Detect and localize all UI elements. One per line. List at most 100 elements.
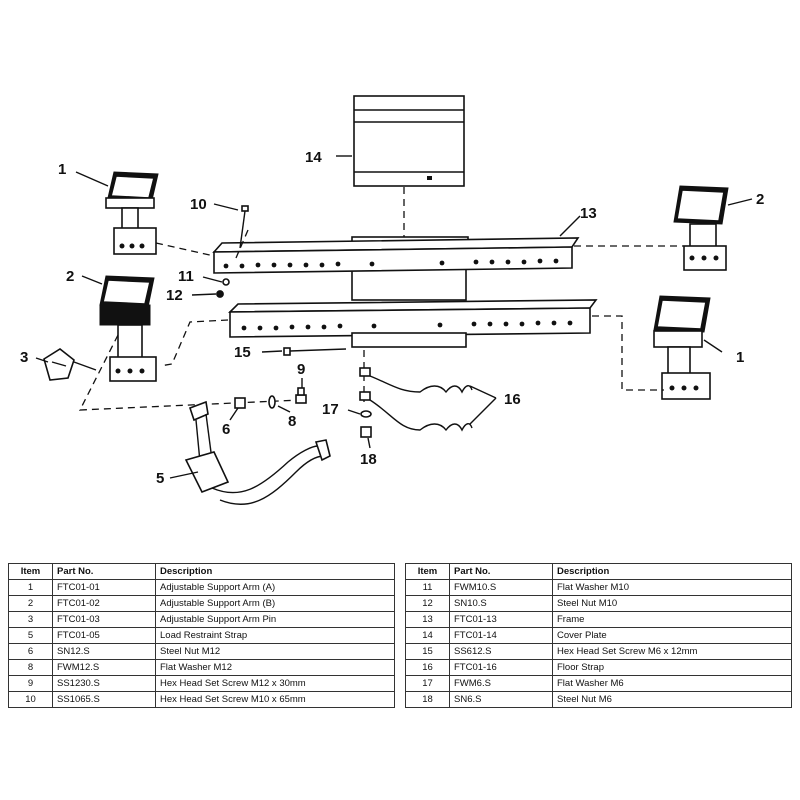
- col-header-description: Description: [155, 563, 395, 580]
- cell-part-no: FTC01-16: [449, 659, 553, 676]
- table-header-row: Item Part No. Description: [8, 563, 395, 580]
- support-arm-b-right: [673, 185, 729, 271]
- support-arm-a-left: [105, 171, 159, 255]
- screw-10: [239, 205, 249, 249]
- cell-description: Adjustable Support Arm Pin: [155, 611, 395, 628]
- load-restraint-strap: [184, 400, 331, 505]
- frame: [212, 236, 598, 348]
- cell-part-no: SS612.S: [449, 643, 553, 660]
- callout-14: 14: [305, 149, 322, 166]
- cell-item: 5: [8, 627, 53, 644]
- screw-9: [295, 387, 307, 404]
- cell-item: 12: [405, 595, 450, 612]
- cell-item: 3: [8, 611, 53, 628]
- support-arm-pin: [43, 348, 97, 381]
- col-header-item: Item: [8, 563, 53, 580]
- cell-part-no: FTC01-14: [449, 627, 553, 644]
- cell-description: Adjustable Support Arm (A): [155, 579, 395, 596]
- cell-item: 2: [8, 595, 53, 612]
- callout-13: 13: [580, 205, 597, 222]
- cell-description: Frame: [552, 611, 792, 628]
- col-header-part-no: Part No.: [52, 563, 156, 580]
- callout-16: 16: [504, 391, 521, 408]
- cell-description: Hex Head Set Screw M12 x 30mm: [155, 675, 395, 692]
- cell-part-no: SS1065.S: [52, 691, 156, 708]
- cell-part-no: FWM12.S: [52, 659, 156, 676]
- cell-description: Cover Plate: [552, 627, 792, 644]
- support-arm-b-left: [99, 275, 157, 382]
- callout-1-left: 1: [58, 161, 66, 178]
- cell-part-no: FTC01-01: [52, 579, 156, 596]
- cell-item: 10: [8, 691, 53, 708]
- cell-part-no: FWM6.S: [449, 675, 553, 692]
- callout-2-right: 2: [756, 191, 764, 208]
- cell-description: Steel Nut M12: [155, 643, 395, 660]
- callout-10: 10: [190, 196, 207, 213]
- nut-12: [216, 290, 224, 298]
- cell-item: 9: [8, 675, 53, 692]
- exploded-parts-diagram: 1 2 3 5 6 8 9 10 11 12 13 14 15 16 17 18…: [20, 95, 764, 505]
- callout-leaders: [35, 155, 753, 479]
- cell-part-no: FWM10.S: [449, 579, 553, 596]
- cell-part-no: FTC01-02: [52, 595, 156, 612]
- col-header-item: Item: [405, 563, 450, 580]
- callout-15: 15: [234, 344, 251, 361]
- cell-description: Flat Washer M12: [155, 659, 395, 676]
- cell-description: Steel Nut M6: [552, 691, 792, 708]
- callout-17: 17: [322, 401, 339, 418]
- support-arm-a-right: [653, 295, 711, 400]
- nut-18: [360, 426, 372, 438]
- cell-description: Steel Nut M10: [552, 595, 792, 612]
- cell-description: Load Restraint Strap: [155, 627, 395, 644]
- nut-6: [234, 397, 246, 409]
- cell-item: 18: [405, 691, 450, 708]
- cell-item: 1: [8, 579, 53, 596]
- table-header-row: Item Part No. Description: [405, 563, 792, 580]
- washer-11: [222, 278, 230, 286]
- callout-9: 9: [297, 361, 305, 378]
- cell-description: Flat Washer M6: [552, 675, 792, 692]
- callout-8: 8: [288, 413, 296, 430]
- callout-5: 5: [156, 470, 164, 487]
- cover-plate: [353, 95, 465, 187]
- col-header-part-no: Part No.: [449, 563, 553, 580]
- cell-part-no: FTC01-13: [449, 611, 553, 628]
- screw-15: [283, 347, 347, 356]
- cell-item: 13: [405, 611, 450, 628]
- washer-17: [360, 410, 372, 418]
- callout-18: 18: [360, 451, 377, 468]
- callout-6: 6: [222, 421, 230, 438]
- cell-description: Floor Strap: [552, 659, 792, 676]
- callout-1-right: 1: [736, 349, 744, 366]
- cell-description: Flat Washer M10: [552, 579, 792, 596]
- cell-part-no: SS1230.S: [52, 675, 156, 692]
- cell-description: Adjustable Support Arm (B): [155, 595, 395, 612]
- callout-3: 3: [20, 349, 28, 366]
- cell-item: 6: [8, 643, 53, 660]
- cell-item: 11: [405, 579, 450, 596]
- cell-part-no: SN10.S: [449, 595, 553, 612]
- cell-part-no: SN12.S: [52, 643, 156, 660]
- floor-strap: [359, 367, 473, 432]
- callout-11: 11: [178, 268, 194, 285]
- cell-item: 17: [405, 675, 450, 692]
- cell-description: Hex Head Set Screw M10 x 65mm: [155, 691, 395, 708]
- cell-part-no: FTC01-03: [52, 611, 156, 628]
- callout-12: 12: [166, 287, 183, 304]
